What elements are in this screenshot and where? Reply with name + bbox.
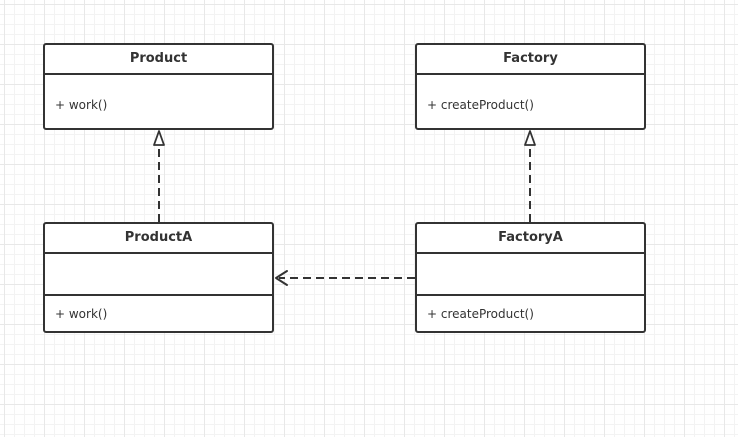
open-arrowhead-icon [275, 270, 288, 286]
class-factory-name: Factory [417, 45, 644, 75]
class-product-methods: + work() [45, 75, 272, 115]
class-product-a-name: ProductA [45, 224, 272, 254]
method-product-a-work: + work() [55, 307, 108, 321]
hollow-arrowhead-icon [524, 130, 536, 146]
class-factory-a-attributes [417, 254, 644, 296]
class-factory-a-methods: + createProduct() [417, 296, 644, 324]
method-factory-create-product: + createProduct() [427, 98, 534, 112]
class-factory-a[interactable]: FactoryA + createProduct() [415, 222, 646, 333]
class-product-a[interactable]: ProductA + work() [43, 222, 274, 333]
relation-factory-a-depends-on-product-a[interactable] [275, 270, 415, 286]
class-product-a-methods: + work() [45, 296, 272, 324]
class-factory-a-name: FactoryA [417, 224, 644, 254]
hollow-arrowhead-icon [153, 130, 165, 146]
class-product-name: Product [45, 45, 272, 75]
class-factory-methods: + createProduct() [417, 75, 644, 115]
class-product[interactable]: Product + work() [43, 43, 274, 130]
relation-product-a-implements-product[interactable] [153, 130, 165, 222]
class-factory[interactable]: Factory + createProduct() [415, 43, 646, 130]
relation-factory-a-implements-factory[interactable] [524, 130, 536, 222]
class-product-a-attributes [45, 254, 272, 296]
method-product-work: + work() [55, 98, 108, 112]
method-factory-a-create-product: + createProduct() [427, 307, 534, 321]
